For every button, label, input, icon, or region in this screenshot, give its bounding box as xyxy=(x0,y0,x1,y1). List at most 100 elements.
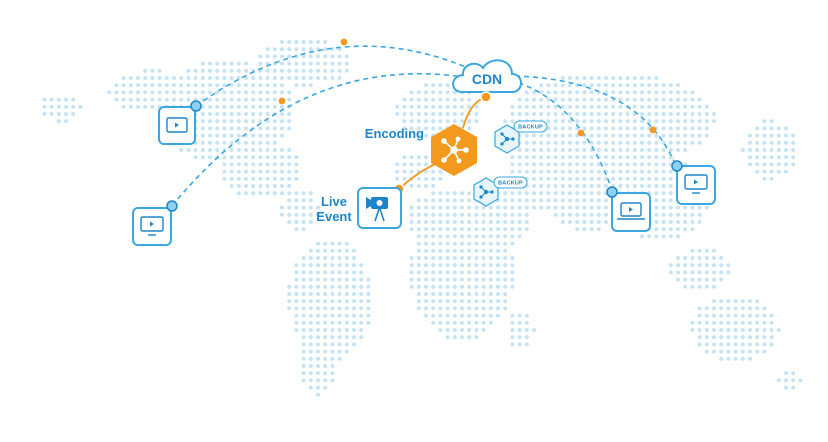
map-dot xyxy=(301,342,306,347)
map-dot xyxy=(683,212,688,217)
map-dot xyxy=(704,349,709,354)
map-dot xyxy=(323,320,328,325)
map-dot xyxy=(510,313,515,318)
map-dot xyxy=(416,220,421,224)
map-dot xyxy=(424,263,428,268)
map-dot xyxy=(503,220,508,224)
map-dot xyxy=(265,83,270,88)
map-dot xyxy=(488,205,493,210)
map-dot xyxy=(352,270,356,275)
map-dot xyxy=(726,335,731,340)
map-dot xyxy=(287,47,292,52)
map-dot xyxy=(618,126,623,131)
map-dot xyxy=(294,169,299,174)
map-dot xyxy=(445,328,450,332)
map-dot xyxy=(424,227,428,232)
map-dot xyxy=(791,155,796,160)
map-dot xyxy=(193,83,198,88)
map-dot xyxy=(539,191,544,196)
map-dot xyxy=(640,184,644,188)
map-dot xyxy=(524,220,529,224)
map-dot xyxy=(632,76,637,80)
map-dot xyxy=(352,328,356,332)
map-dot xyxy=(661,162,666,167)
map-dot xyxy=(697,133,702,138)
map-dot xyxy=(524,133,529,138)
map-dot xyxy=(589,97,594,102)
map-dot xyxy=(546,119,551,124)
map-dot xyxy=(560,83,565,88)
map-dot xyxy=(416,90,421,95)
map-dot xyxy=(445,119,450,124)
map-dot xyxy=(222,169,227,174)
map-dot xyxy=(503,205,508,210)
map-dot xyxy=(704,112,709,116)
map-dot xyxy=(272,162,277,167)
map-dot xyxy=(496,292,500,296)
map-dot xyxy=(294,47,299,52)
map-dot xyxy=(604,198,608,203)
map-dot xyxy=(560,90,565,95)
map-dot xyxy=(265,104,270,109)
map-dot xyxy=(661,198,666,203)
map-dot xyxy=(460,335,464,340)
map-dot xyxy=(474,212,479,217)
map-dot xyxy=(56,97,61,102)
map-dot xyxy=(668,126,673,131)
map-dot xyxy=(546,133,551,138)
map-dot xyxy=(496,227,500,232)
map-dot xyxy=(186,148,191,152)
map-dot xyxy=(740,313,745,318)
map-dot xyxy=(460,277,464,282)
map-dot xyxy=(661,212,666,217)
map-dot xyxy=(186,97,191,102)
map-dot xyxy=(431,248,436,253)
map-dot xyxy=(697,97,702,102)
map-dot xyxy=(272,68,277,73)
map-dot xyxy=(352,284,356,289)
map-dot xyxy=(553,162,558,167)
map-dot xyxy=(625,140,630,145)
map-dot xyxy=(568,104,572,109)
waypoint-dot xyxy=(649,126,657,134)
map-dot xyxy=(712,320,716,325)
map-dot xyxy=(496,212,500,217)
map-dot xyxy=(280,104,284,109)
map-dot xyxy=(611,119,616,124)
map-dot xyxy=(510,227,515,232)
map-dot xyxy=(589,227,594,232)
map-dot xyxy=(697,248,702,253)
map-dot xyxy=(222,119,227,124)
map-dot xyxy=(568,133,572,138)
map-dot xyxy=(352,306,356,311)
map-dot xyxy=(251,191,256,196)
map-dot xyxy=(733,335,738,340)
map-dot xyxy=(467,212,472,217)
map-dot xyxy=(503,270,508,275)
map-dot xyxy=(337,61,342,66)
map-dot xyxy=(618,76,623,80)
map-dot xyxy=(431,169,436,174)
map-dot xyxy=(344,320,349,325)
map-dot xyxy=(539,97,544,102)
map-dot xyxy=(647,184,652,188)
map-dot xyxy=(496,306,500,311)
map-dot xyxy=(568,126,572,131)
map-dot xyxy=(719,256,724,260)
map-dot xyxy=(330,371,335,376)
map-dot xyxy=(467,220,472,224)
map-dot xyxy=(618,112,623,116)
map-dot xyxy=(510,205,515,210)
map-dot xyxy=(575,220,580,224)
map-dot xyxy=(445,284,450,289)
map-dot xyxy=(330,349,335,354)
map-dot xyxy=(776,328,781,332)
map-dot xyxy=(488,220,493,224)
map-dot xyxy=(582,198,587,203)
map-dot xyxy=(539,148,544,152)
map-dot xyxy=(136,90,140,95)
map-dot xyxy=(539,83,544,88)
map-dot xyxy=(330,364,335,368)
map-dot xyxy=(467,284,472,289)
map-dot xyxy=(308,54,313,59)
